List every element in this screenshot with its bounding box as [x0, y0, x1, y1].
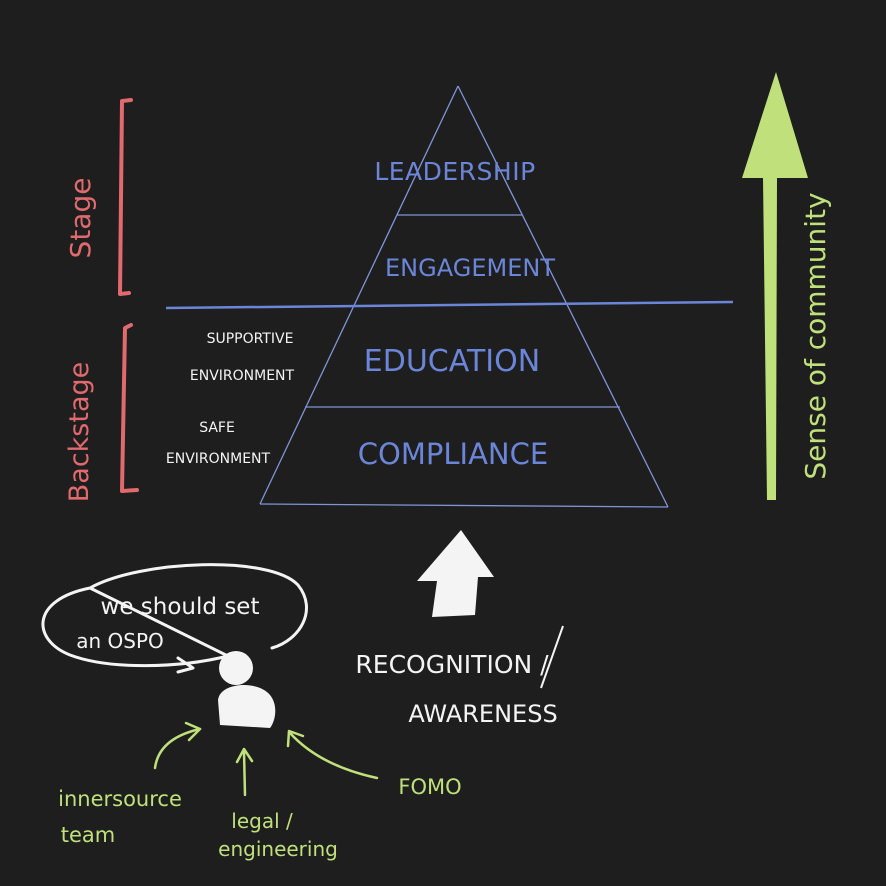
pyramid-base	[259, 503, 669, 508]
pyramid-level-engagement: ENGAGEMENT	[385, 254, 555, 282]
innersource-arrow	[153, 727, 202, 770]
pyramid-left-edge	[259, 85, 459, 505]
speech-bubble-line1: we should set	[101, 594, 260, 620]
person-icon	[218, 651, 276, 728]
legal-arrowhead-icon	[235, 747, 254, 764]
fomo-arrowhead-icon	[286, 729, 305, 748]
fomo-label: FOMO	[398, 775, 461, 799]
upward-arrow-icon	[417, 530, 494, 617]
stage-separator-line	[165, 300, 734, 310]
recognition-slash	[540, 625, 564, 689]
pyramid-level-education: EDUCATION	[364, 344, 540, 379]
legal-arrow	[242, 750, 247, 797]
pyramid	[259, 85, 669, 508]
arrow-shaft	[763, 178, 777, 500]
arrow-head-icon	[742, 72, 808, 178]
pyramid-level-leadership: LEADERSHIP	[374, 157, 535, 186]
speech-bubble-tail-icon	[176, 656, 195, 674]
speech-bubble	[41, 563, 308, 668]
safe-label-line2: ENVIRONMENT	[166, 451, 271, 467]
speech-bubble-line2: an OSPO	[76, 629, 164, 653]
sense-of-community-label: Sense of community	[799, 192, 832, 479]
safe-label-line1: SAFE	[199, 420, 235, 436]
innersource-label-line2: team	[61, 823, 115, 847]
legal-label-line1: legal /	[231, 809, 293, 833]
fomo-arrow	[288, 731, 379, 780]
recognition-label-line1: RECOGNITION /	[355, 650, 549, 679]
stage-label: Stage	[64, 178, 97, 259]
supportive-label-line1: SUPPORTIVE	[207, 331, 294, 347]
sense-of-community-arrow	[742, 72, 808, 500]
innersource-arrowhead-icon	[184, 721, 202, 742]
pyramid-right-edge	[457, 85, 669, 508]
backstage-label: Backstage	[64, 362, 95, 503]
pyramid-level-compliance: COMPLIANCE	[358, 437, 548, 471]
influence-arrows	[153, 721, 379, 797]
recognition-label-line2: AWARENESS	[408, 700, 557, 728]
backstage-bracket	[120, 323, 139, 493]
innersource-label-line1: innersource	[58, 787, 182, 811]
supportive-label-line2: ENVIRONMENT	[190, 368, 295, 384]
stage-bracket	[118, 98, 133, 296]
legal-label-line2: engineering	[218, 837, 338, 861]
